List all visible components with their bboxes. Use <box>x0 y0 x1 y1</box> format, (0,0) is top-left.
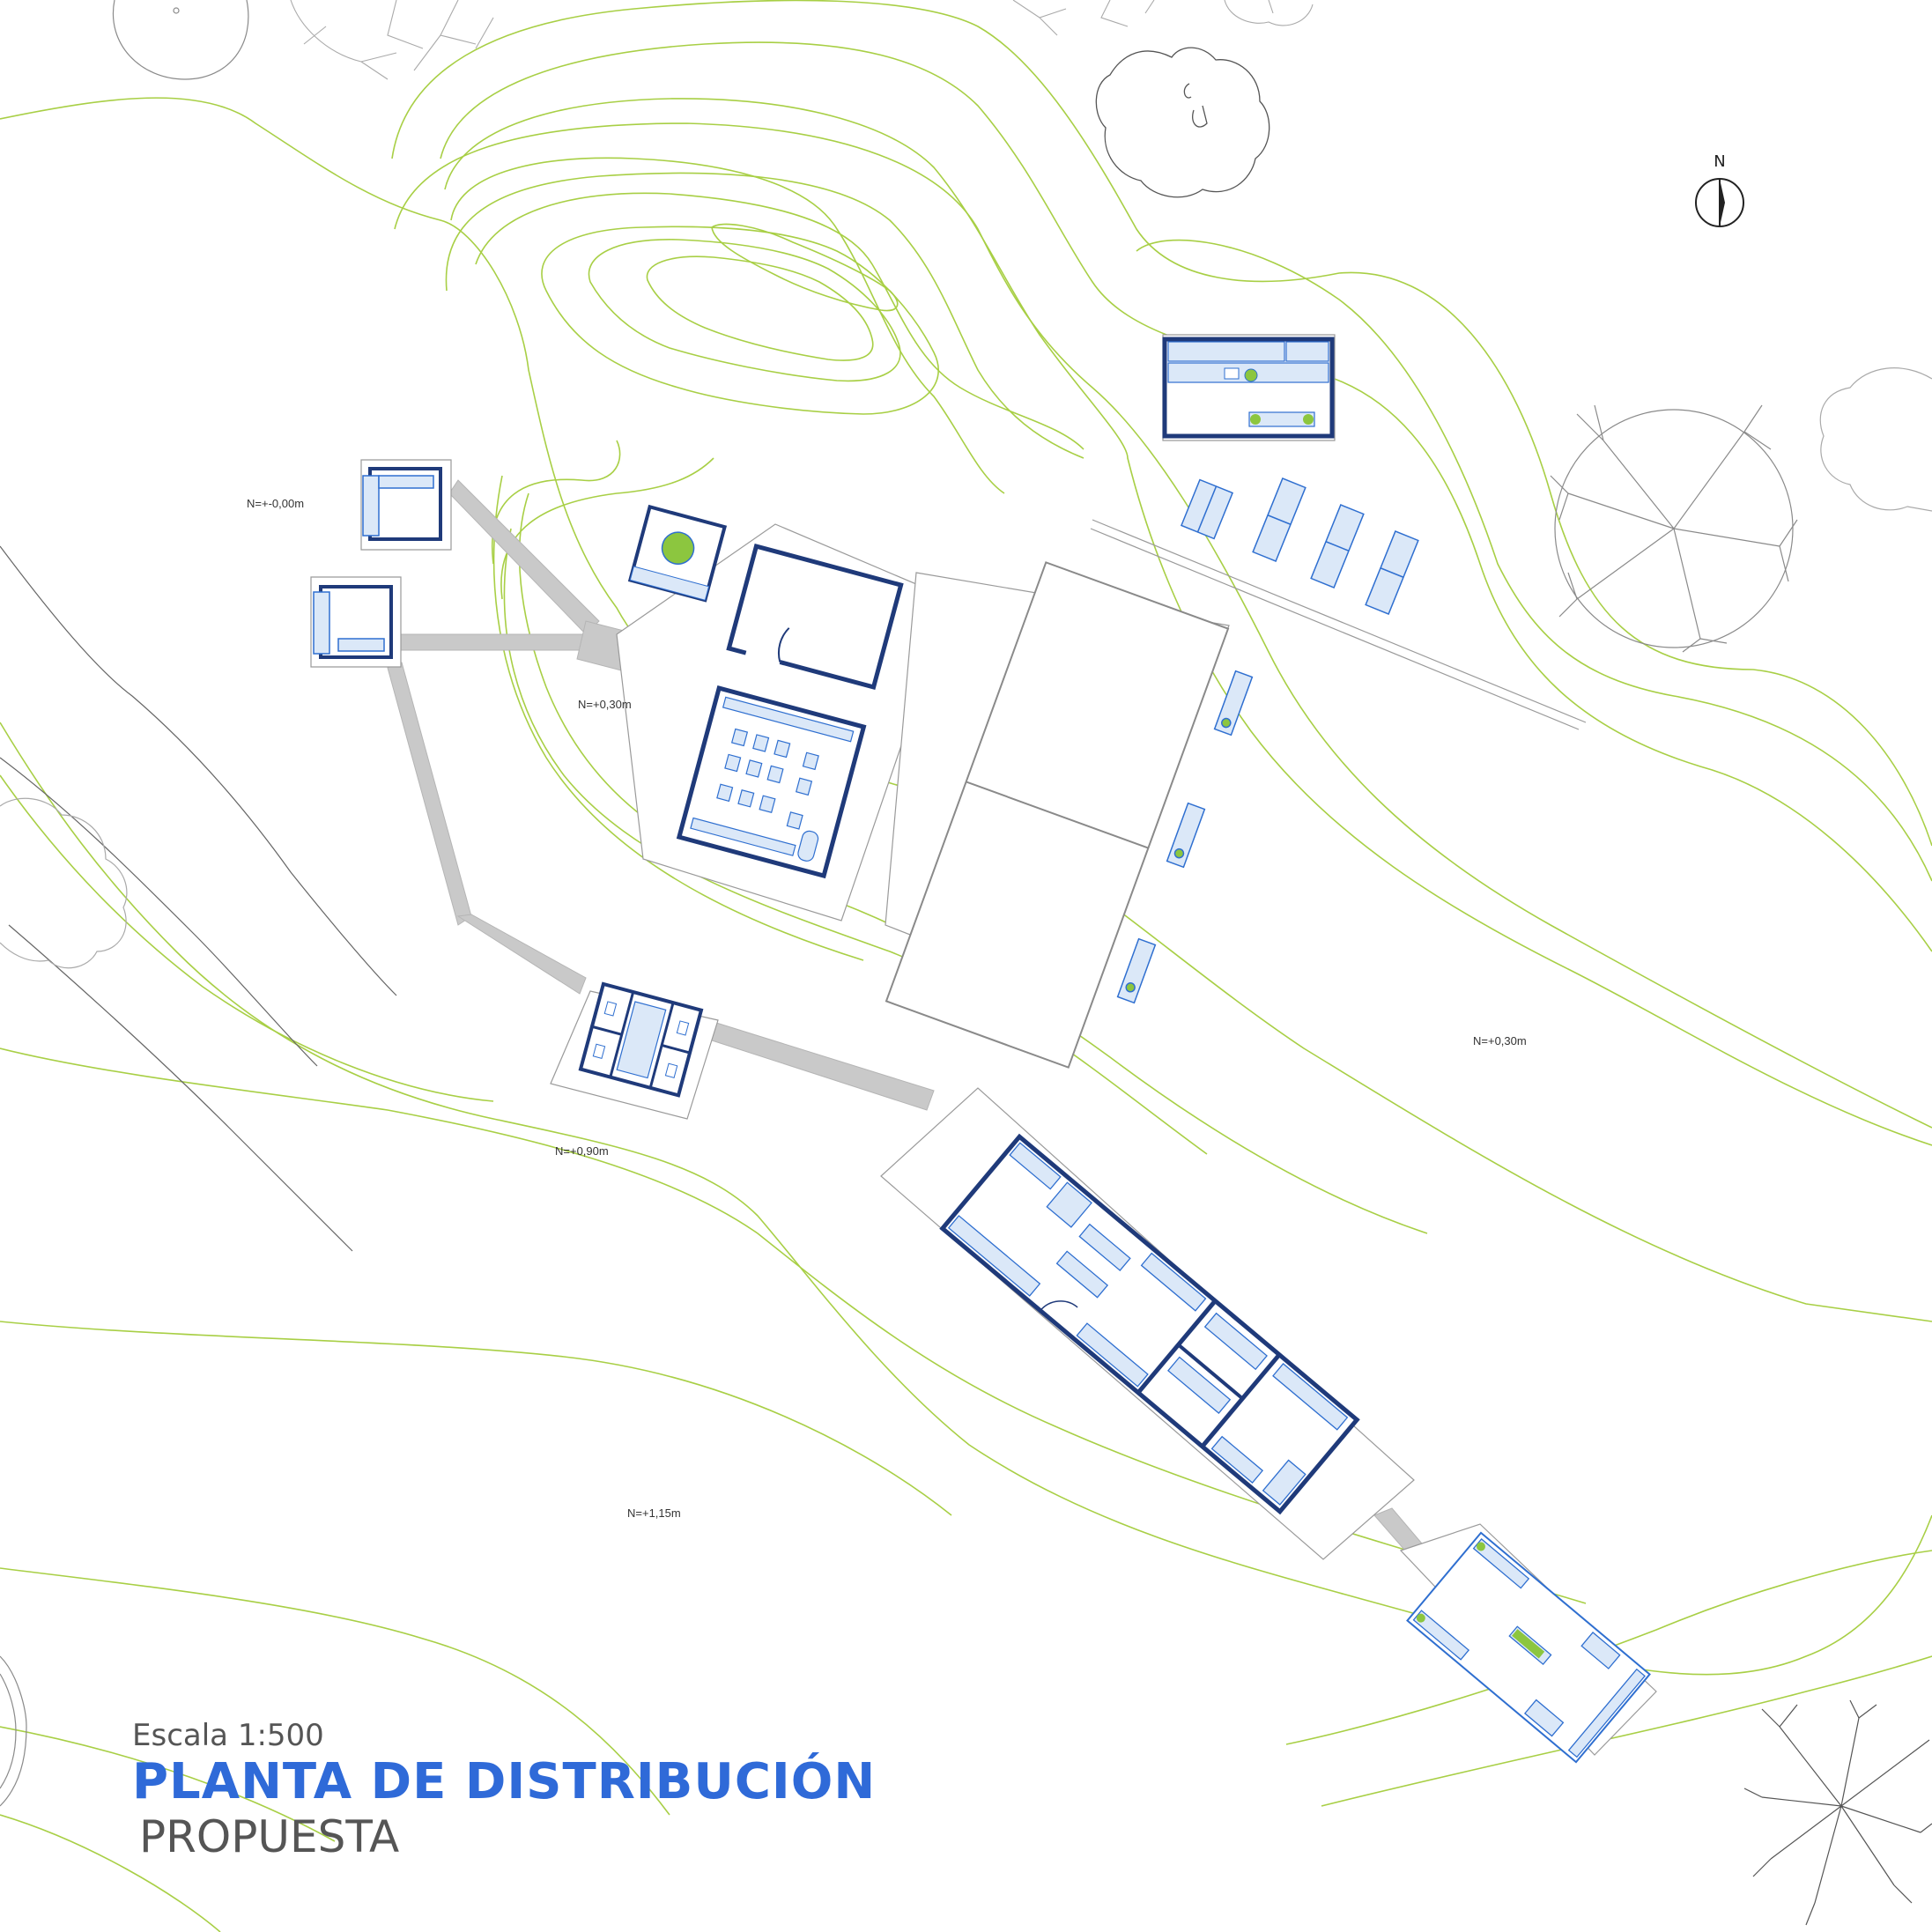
main-building <box>939 1133 1360 1515</box>
tree-canopy-west <box>0 797 128 969</box>
kiosk-building <box>1162 337 1335 439</box>
pavilion-west <box>313 585 393 659</box>
annex-building <box>1406 1531 1651 1764</box>
restroom-block <box>578 981 704 1098</box>
terrain-edge-lines <box>0 545 397 1252</box>
north-arrow <box>1695 178 1744 227</box>
classroom <box>676 685 867 879</box>
tree-canopy-top-center <box>1095 47 1270 198</box>
title-block: Escala 1:500 PLANTA DE DISTRIBUCIÓN PROP… <box>132 1718 876 1862</box>
tree-branching-bottom-right <box>1743 1699 1932 1926</box>
tree-branching-top-left <box>290 0 494 80</box>
sports-court <box>885 561 1230 1069</box>
tree-canopy-far-east <box>1819 367 1932 512</box>
level-label-115: N=+1,15m <box>627 1506 681 1520</box>
tree-canopy-top-right <box>1224 0 1314 26</box>
tree-branching-top-center <box>1012 0 1155 36</box>
tree-branching-east <box>1550 404 1798 653</box>
tree-circle-bottom-left <box>0 1655 27 1807</box>
storage-room <box>726 543 904 691</box>
planter-block <box>627 504 728 603</box>
pavilion-north <box>362 467 442 541</box>
level-label-030-west: N=+0,30m <box>578 698 632 711</box>
tree-circle-top-left <box>112 0 249 80</box>
level-label-0: N=+-0,00m <box>247 497 305 510</box>
drawing-title: PLANTA DE DISTRIBUCIÓN <box>132 1753 877 1810</box>
picnic-tables <box>1180 477 1419 615</box>
scale-label: Escala 1:500 <box>132 1718 324 1753</box>
court-benches <box>1116 670 1254 1004</box>
walkways <box>387 479 1432 1565</box>
level-label-090: N=+0,90m <box>555 1144 609 1158</box>
drawing-subtitle: PROPUESTA <box>139 1811 400 1862</box>
north-label: N <box>1714 152 1726 171</box>
level-label-030-east: N=+0,30m <box>1473 1034 1527 1047</box>
pergola-walk <box>1090 519 1587 730</box>
